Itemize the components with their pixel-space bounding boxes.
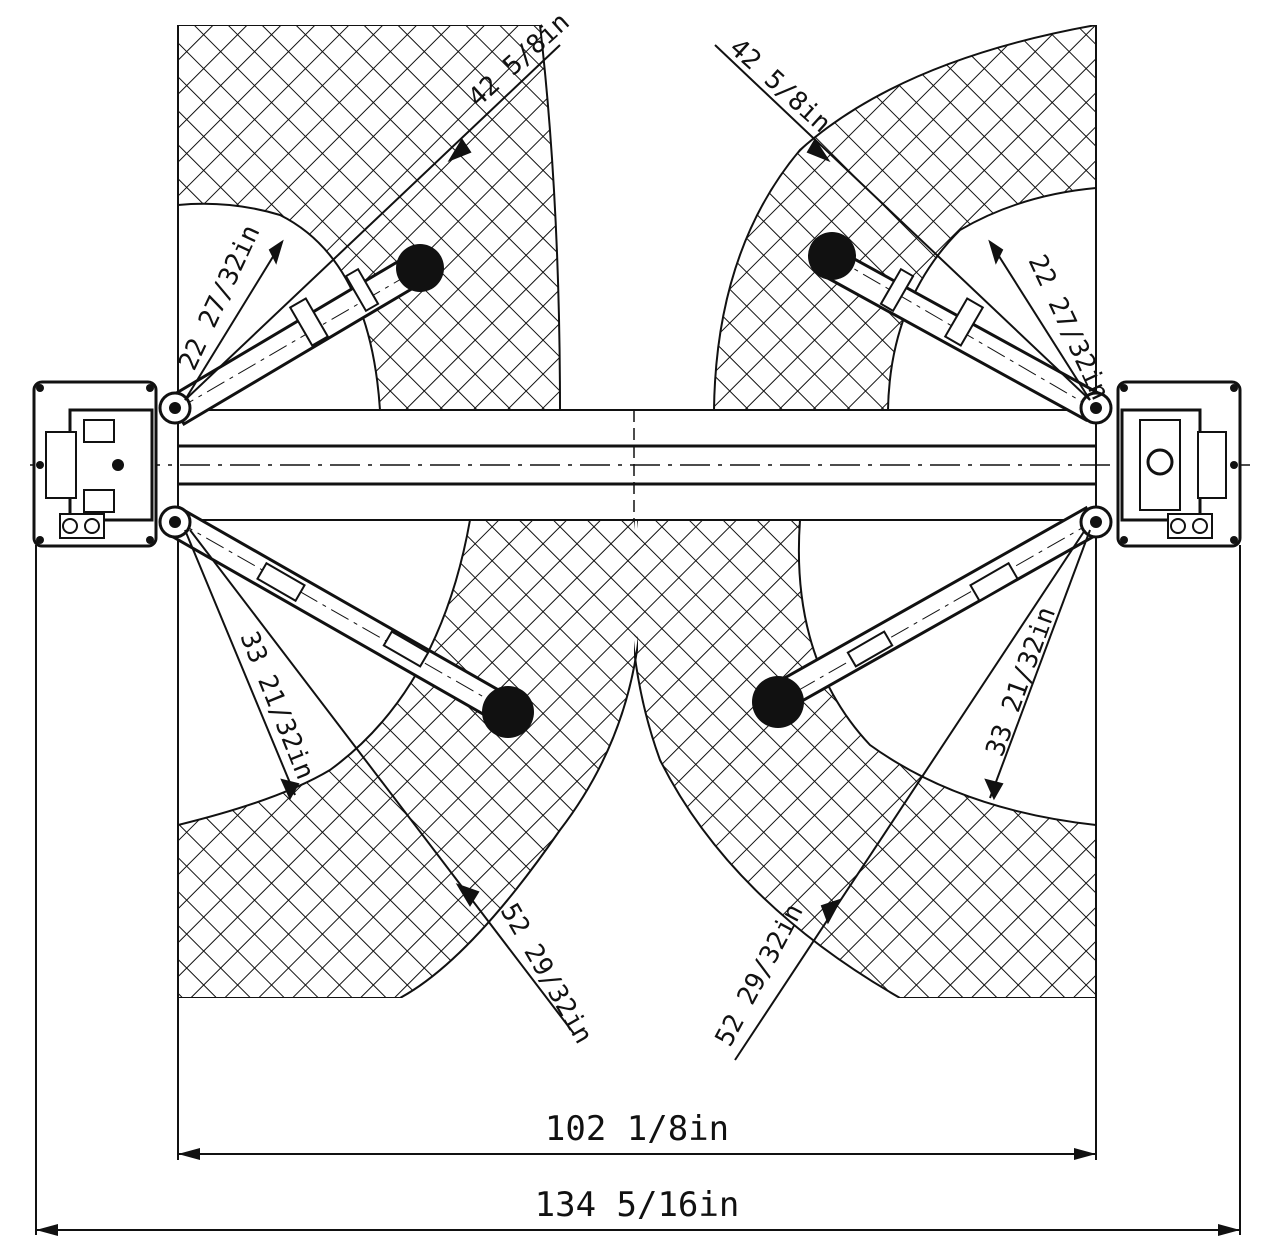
leader-lines xyxy=(184,44,1091,1061)
swing-zone-top-right xyxy=(712,25,1096,410)
right-post xyxy=(1116,380,1242,548)
left-post xyxy=(32,380,158,548)
arm-bottom-left xyxy=(158,505,534,738)
arm-bottom-right xyxy=(752,505,1113,728)
dimension-line-inner xyxy=(178,1148,1096,1160)
arm-top-right xyxy=(808,232,1113,425)
label-long-arm-max-right: 52 29/32in xyxy=(710,899,810,1051)
dimension-line-outer xyxy=(36,1224,1240,1236)
label-inner-width: 102 1/8in xyxy=(545,1109,729,1149)
arm-top-left xyxy=(158,244,444,427)
label-outer-width: 134 5/16in xyxy=(535,1185,740,1225)
label-arm-reach-top-right: 42 5/8in xyxy=(723,33,836,139)
swing-zone-top-left xyxy=(178,25,562,410)
swing-zone-bottom-left xyxy=(178,520,638,998)
swing-zone-bottom-right xyxy=(634,520,1096,998)
cross-beam xyxy=(30,409,1250,521)
label-long-arm-max-left: 52 29/32in xyxy=(494,899,598,1050)
label-long-arm-min-left: 33 21/32in xyxy=(234,627,320,783)
